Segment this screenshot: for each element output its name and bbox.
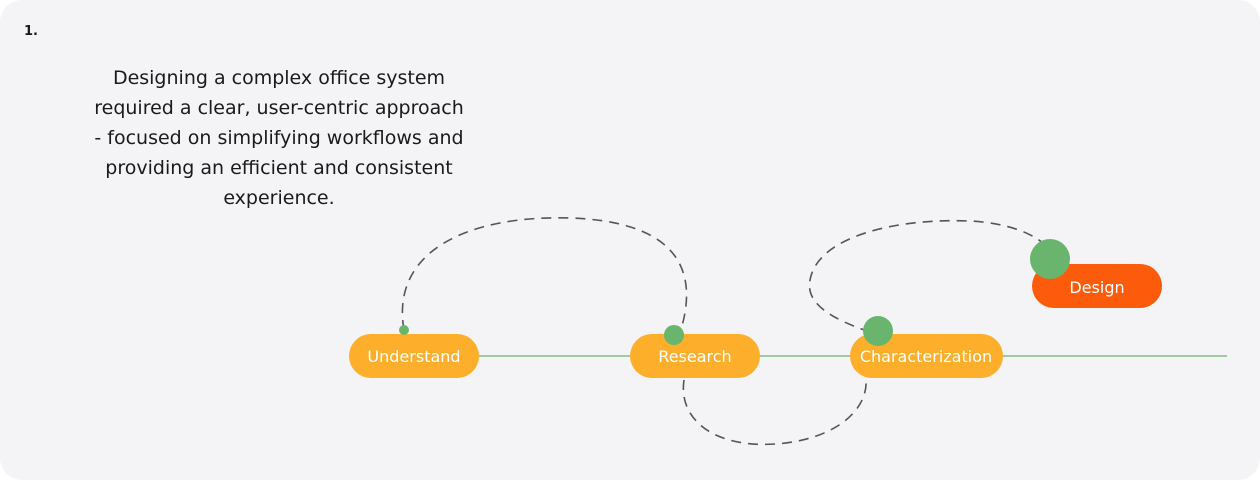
stage-label: Design xyxy=(1069,278,1124,297)
step-number: 1. xyxy=(24,24,38,39)
stage-pill xyxy=(630,334,760,378)
node-research xyxy=(664,325,684,345)
stage-pill-active xyxy=(1032,264,1162,308)
intro-text: Designing a complex office system requir… xyxy=(94,67,464,209)
connector-understand-research xyxy=(401,217,688,331)
connector-research-characterization xyxy=(682,379,867,446)
stage-label: Characterization xyxy=(860,347,992,366)
node-understand xyxy=(399,325,409,335)
stage-design[interactable]: Design xyxy=(1032,264,1162,308)
stage-research[interactable]: Research xyxy=(630,334,760,378)
stage-label: Understand xyxy=(367,347,460,366)
node-characterization xyxy=(863,316,893,346)
stage-label: Research xyxy=(658,347,731,366)
stage-pill xyxy=(850,334,1003,378)
connector-characterization-design xyxy=(808,219,1046,333)
node-design xyxy=(1030,239,1070,279)
stage-understand[interactable]: Understand xyxy=(349,334,479,378)
stage-characterization[interactable]: Characterization xyxy=(850,334,1003,378)
stage-pill xyxy=(349,334,479,378)
